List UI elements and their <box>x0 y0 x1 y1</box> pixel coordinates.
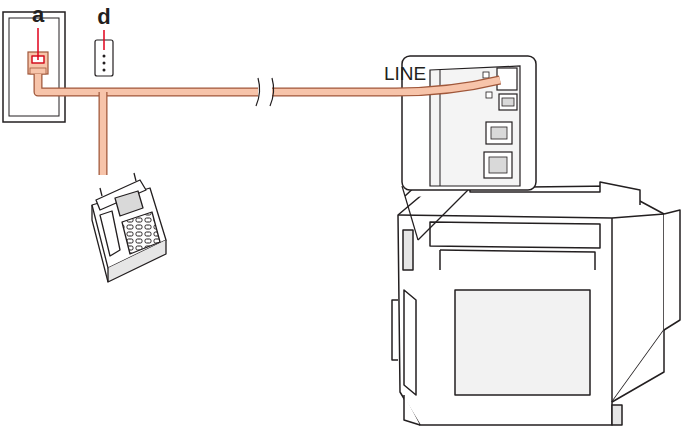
phone-cable <box>38 74 500 175</box>
printer <box>392 180 680 425</box>
callout-letter: a <box>32 4 44 26</box>
port-label: LINE <box>384 64 426 83</box>
callout-letter: d <box>97 6 110 28</box>
wall-jack <box>3 12 65 122</box>
callout-leader <box>32 28 104 63</box>
telephone <box>92 173 166 282</box>
zoom-pointer <box>402 186 468 240</box>
